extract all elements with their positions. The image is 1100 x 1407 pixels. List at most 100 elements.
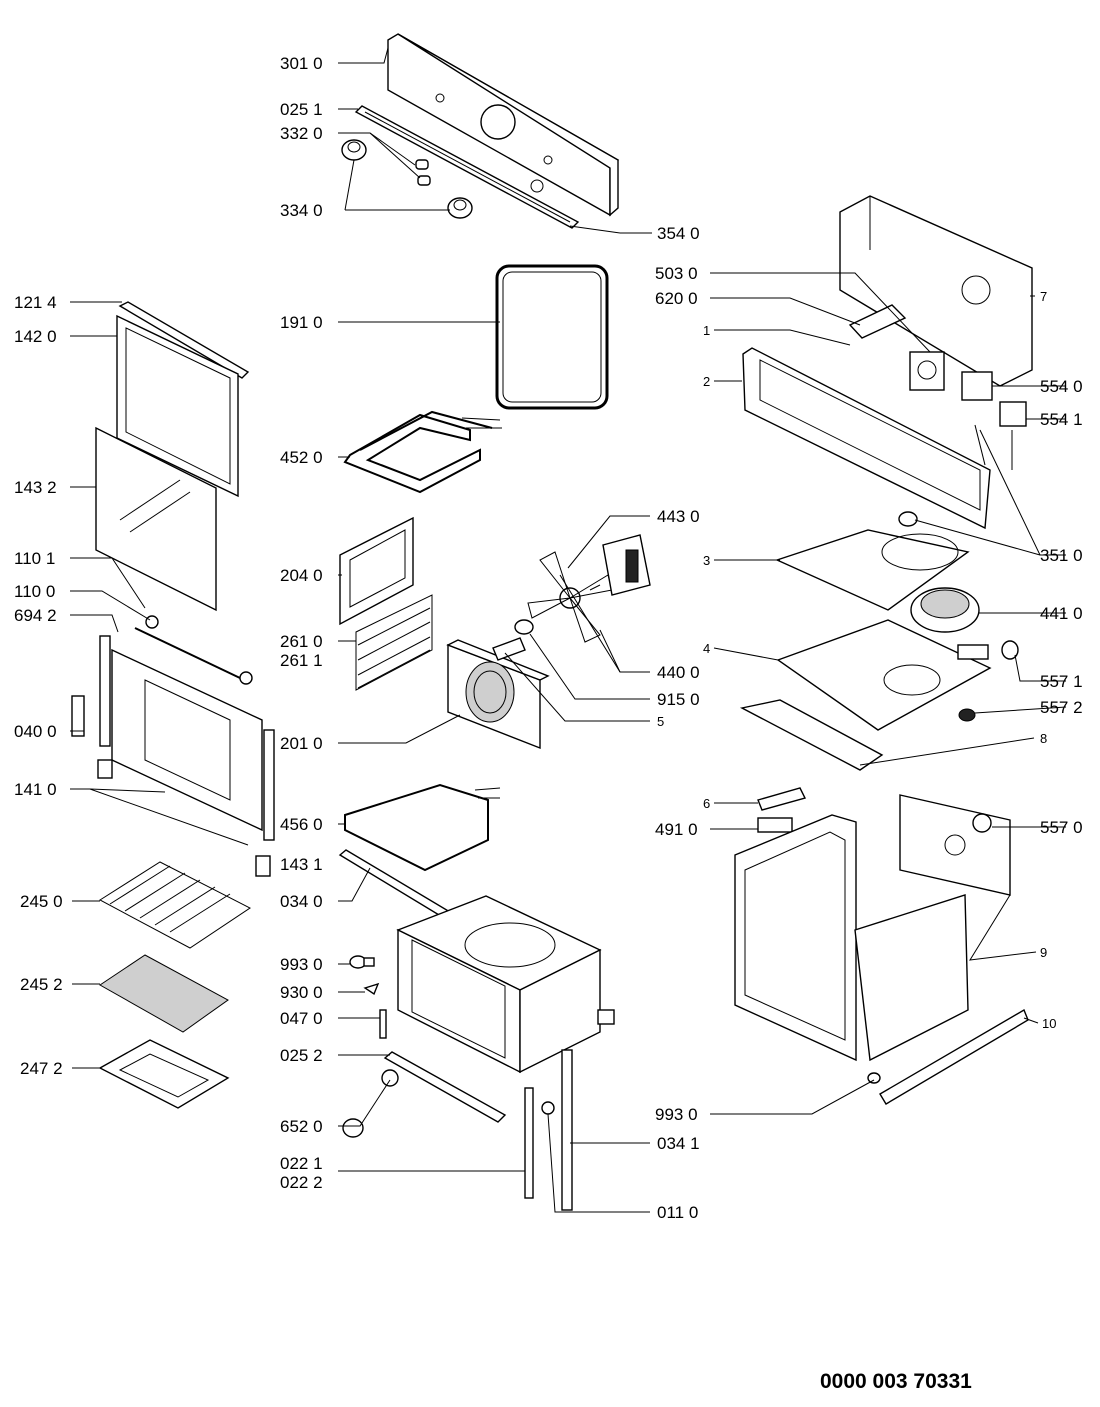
fan-motor-part [589,534,651,596]
casing-part [734,794,1011,1062]
thermostat-part [898,424,1013,527]
grill-heating-element-part [343,410,502,494]
door-seal-part [495,264,609,410]
lower-heating-element-part [344,783,501,872]
callout-332-0: 332 0 [280,124,323,143]
deflector-part [739,699,884,771]
callout-557-0: 557 0 [1040,818,1083,837]
callout-8: 8 [1040,731,1047,746]
callout-034-0: 034 0 [280,892,323,911]
side-rail-part [338,849,452,919]
cooling-fan-part [910,587,980,633]
callout-245-0: 245 0 [20,892,63,911]
callout-3: 3 [703,553,710,568]
callout-022-1: 022 1 [280,1154,323,1173]
thermal-cutout-part [957,640,1019,722]
callout-142-0: 142 0 [14,327,57,346]
inner-door-glass-part [95,426,217,612]
small-fixings-part [342,955,399,1138]
oven-cavity-part [396,895,615,1074]
fan-part [527,551,613,643]
callout-652-0: 652 0 [280,1117,323,1136]
terminal-strip-part [757,817,793,833]
callout-261-0: 261 0 [280,632,323,651]
door-hinge-part [71,635,275,877]
callout-4: 4 [703,641,710,656]
callout-993-0-left: 993 0 [280,955,323,974]
callout-993-0-right: 993 0 [655,1105,698,1124]
bracket-5-part [492,637,526,661]
callout-247-2: 247 2 [20,1059,63,1078]
control-panel-part [387,33,620,217]
callout-334-0: 334 0 [280,201,323,220]
bottom-rail-part [879,1008,1029,1105]
callout-620-0: 620 0 [655,289,698,308]
callout-047-0: 047 0 [280,1009,323,1028]
callout-121-4: 121 4 [14,293,57,312]
callout-6: 6 [703,796,710,811]
rear-panel-part [742,347,991,530]
bracket-6-part [757,787,807,811]
door-handle-bar-part [118,301,250,379]
callout-204-0: 204 0 [280,566,323,585]
callout-1: 1 [703,323,710,338]
wire-shelf-part [99,861,251,949]
callout-491-0: 491 0 [655,820,698,839]
callout-201-0: 201 0 [280,734,323,753]
callout-141-0: 141 0 [14,780,57,799]
panel-strip-part [354,105,580,229]
callout-040-0: 040 0 [14,722,57,741]
door-rod-part [134,615,253,685]
callout-245-2: 245 2 [20,975,63,994]
leader-lines [70,47,1067,1213]
callout-557-2: 557 2 [1040,698,1083,717]
callout-191-0: 191 0 [280,313,323,332]
callout-351-0: 351 0 [1040,546,1083,565]
foot-part [867,1072,881,1084]
grill-rack-part [99,954,229,1033]
lower-strip-part [383,1051,507,1123]
shelf-guides-part [355,594,433,691]
callout-025-2: 025 2 [280,1046,323,1065]
callout-022-2: 022 2 [280,1173,323,1192]
callout-554-0: 554 0 [1040,377,1083,396]
callout-labels: 301 0 025 1 332 0 334 0 354 0 121 4 142 … [14,54,1083,1222]
callout-011-0: 011 0 [657,1203,698,1222]
callout-110-1: 110 1 [14,549,55,568]
callout-110-0: 110 0 [14,582,55,601]
thermostat-557-part [972,813,992,833]
callout-261-1: 261 1 [280,651,323,670]
document-number: 0000 003 70331 [820,1370,972,1393]
callout-7: 7 [1040,289,1047,304]
bottom-plate-part [776,619,992,731]
knobs-part [341,139,473,219]
callout-503-0: 503 0 [655,264,698,283]
inner-door-frame-part [111,648,263,832]
callout-452-0: 452 0 [280,448,323,467]
callout-443-0: 443 0 [657,507,700,526]
selector-switch-part [961,371,1027,427]
callout-915-0: 915 0 [657,690,700,709]
callout-557-1: 557 1 [1040,672,1083,691]
callout-930-0: 930 0 [280,983,323,1002]
callout-10: 10 [1042,1016,1056,1031]
callout-441-0: 441 0 [1040,604,1083,623]
outer-door-glass-part [116,314,239,498]
callout-9: 9 [1040,945,1047,960]
baking-tray-part [98,1039,230,1109]
callout-694-2: 694 2 [14,606,57,625]
callout-143-2: 143 2 [14,478,57,497]
top-frame-part [839,195,1033,387]
callout-456-0: 456 0 [280,815,323,834]
callout-354-0: 354 0 [657,224,700,243]
callout-034-1: 034 1 [657,1134,700,1153]
timer-module-part [909,351,945,391]
callout-143-1: 143 1 [280,855,323,874]
fan-nut-part [514,619,534,635]
hinge-bush-part [541,1101,555,1115]
callout-2: 2 [703,374,710,389]
callout-554-1: 554 1 [1040,410,1083,429]
side-rack-panel-part [339,516,414,626]
callout-5: 5 [657,714,664,729]
